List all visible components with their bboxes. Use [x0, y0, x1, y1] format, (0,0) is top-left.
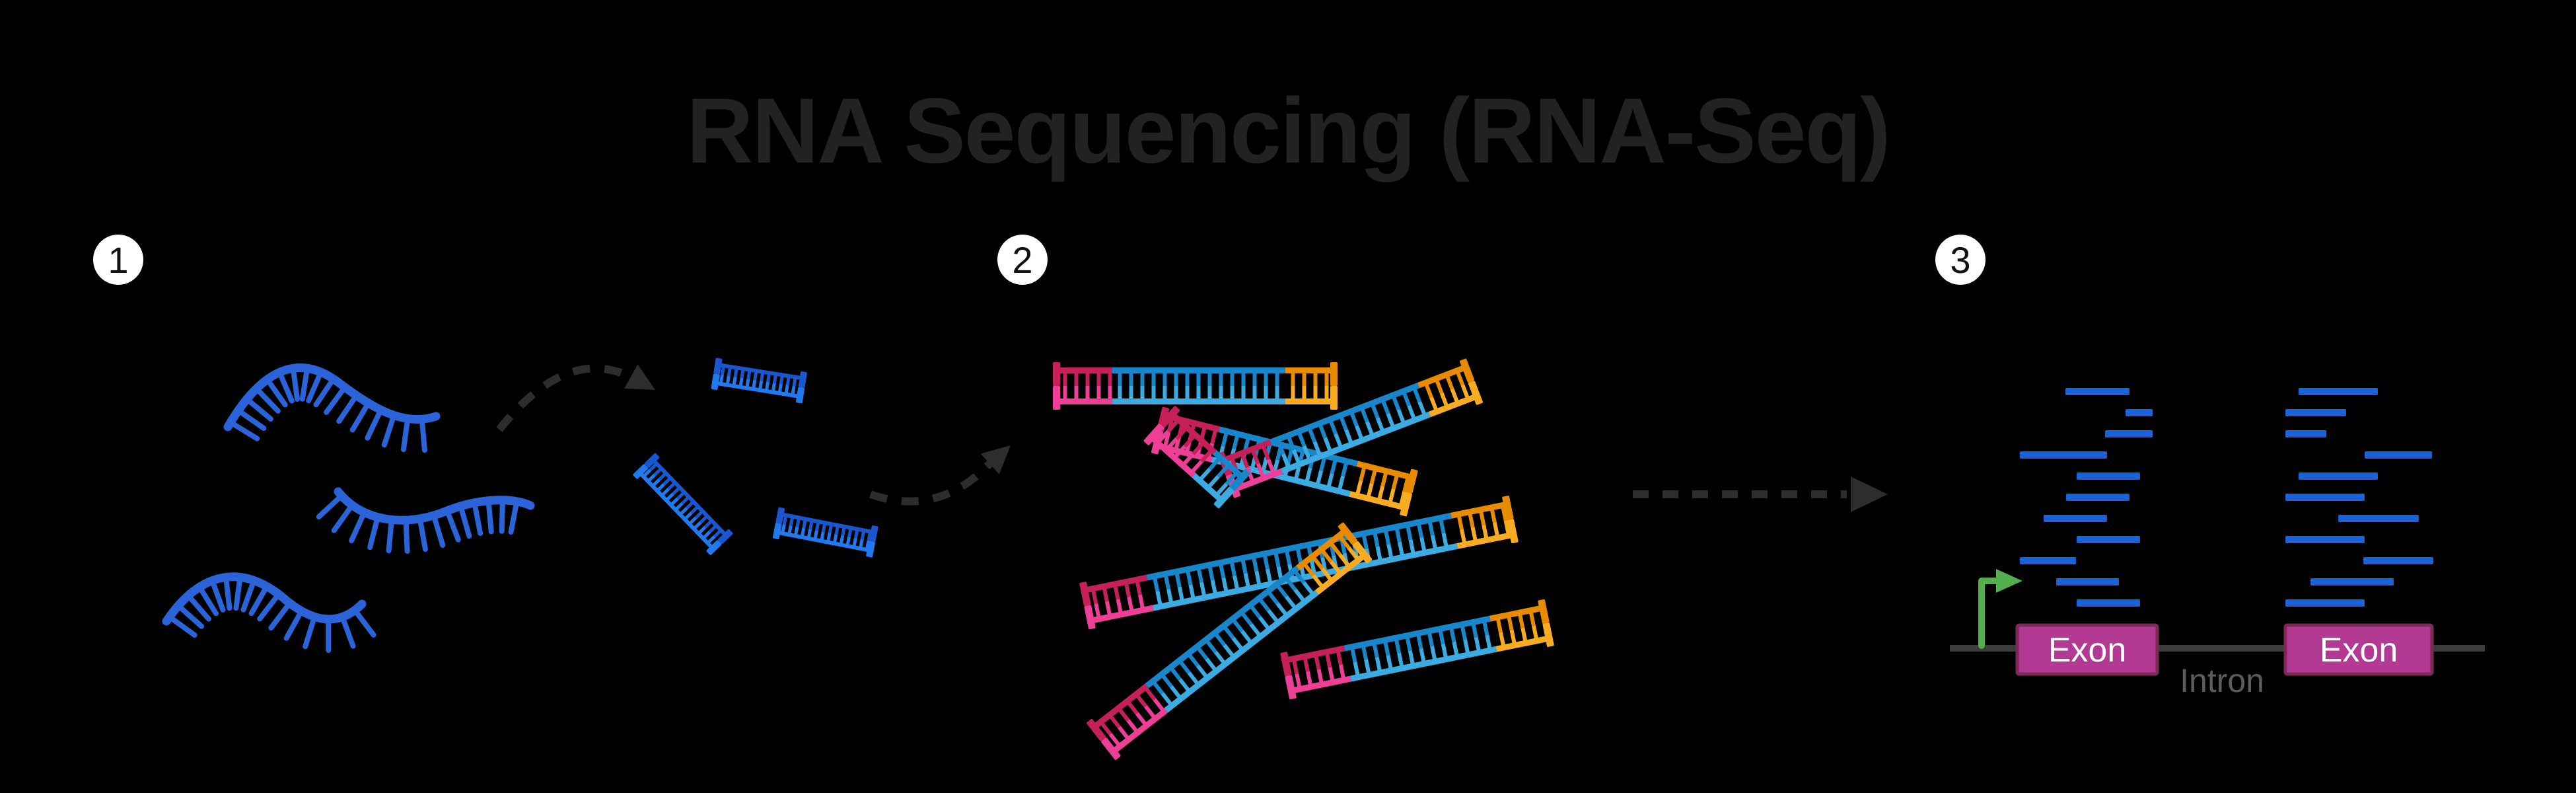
sequencing-read	[2126, 409, 2153, 416]
sequencing-read	[2065, 388, 2129, 395]
step-2-circle	[997, 235, 1048, 285]
sequencing-read	[2285, 430, 2326, 437]
sequencing-read	[2285, 494, 2365, 501]
step-3-circle	[1935, 235, 1986, 285]
rna-fragment	[633, 453, 733, 555]
rna-strand	[162, 572, 376, 653]
sequencing-read	[2020, 557, 2076, 564]
step-3-badge: 3	[1935, 235, 1986, 285]
library-fragment	[1217, 358, 1483, 498]
diagram-artwork	[162, 358, 2485, 760]
library-fragment	[1087, 522, 1373, 760]
exon-box-2	[2283, 623, 2434, 676]
adapter-ligation-dashed-arrow-icon	[869, 445, 1011, 506]
exon-label-1: Exon	[2048, 631, 2127, 669]
sequencing-read	[2285, 599, 2365, 607]
exon-box-1	[2015, 623, 2159, 676]
sequencing-read	[2077, 536, 2140, 543]
sequencing-read	[2105, 430, 2153, 437]
step1-rna-transcripts	[162, 363, 535, 653]
sequencing-read	[2285, 409, 2346, 416]
step-3-number: 3	[1950, 239, 1970, 281]
fragmentation-dashed-arrow-icon	[496, 364, 655, 432]
sequencing-dashed-arrow-icon	[1633, 476, 1888, 512]
rna-fragment	[711, 358, 807, 404]
sequencing-read	[2066, 494, 2129, 501]
sequencing-read	[2285, 536, 2365, 543]
sequencing-read	[2338, 515, 2419, 522]
page-title: RNA Sequencing (RNA-Seq)	[686, 79, 1889, 182]
step1-rna-fragments	[633, 358, 878, 558]
sequencing-read	[2310, 578, 2394, 585]
rna-strand	[223, 363, 441, 453]
sequencing-read	[2020, 451, 2107, 459]
sequencing-read	[2077, 472, 2140, 480]
transcription-start-arrow-icon	[1978, 569, 2022, 649]
library-fragment	[1280, 599, 1554, 700]
step-2-badge: 2	[997, 235, 1048, 285]
genome-track	[1950, 623, 2485, 676]
sequencing-read	[2363, 557, 2433, 564]
step-1-badge: 1	[93, 235, 143, 285]
sequencing-read	[2365, 451, 2432, 459]
library-fragment	[1079, 496, 1519, 630]
sequencing-read	[2299, 472, 2378, 480]
library-fragment	[1143, 406, 1250, 509]
sequencing-read	[2056, 578, 2119, 585]
step2-library-fragments	[1053, 358, 1554, 760]
rna-fragment	[772, 507, 878, 558]
diagram-labels: RNA Sequencing (RNA-Seq) 1 2 3 Exon Exon…	[93, 79, 2398, 699]
step3-read-alignment	[2020, 388, 2433, 607]
rna-strand	[316, 487, 535, 554]
step-1-circle	[93, 235, 143, 285]
sequencing-read	[2299, 388, 2378, 395]
step-1-number: 1	[108, 239, 128, 281]
exon-label-2: Exon	[2320, 631, 2398, 669]
sequencing-read	[2044, 515, 2107, 522]
sequencing-read	[2077, 599, 2140, 607]
library-fragment	[1053, 362, 1338, 410]
intron-label: Intron	[2180, 662, 2264, 699]
step-2-number: 2	[1012, 239, 1032, 281]
